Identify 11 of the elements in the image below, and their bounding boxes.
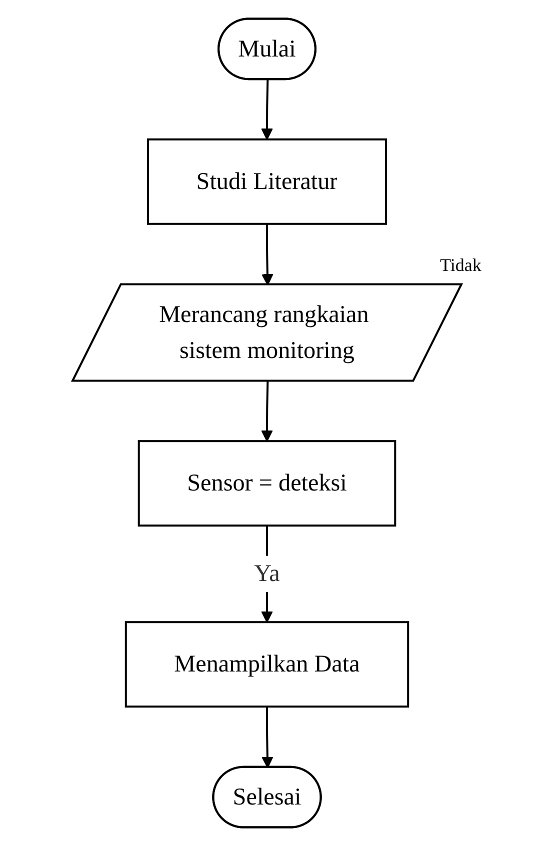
- branch-label: Tidak: [440, 255, 482, 276]
- edge-label: Ya: [254, 555, 280, 592]
- arrow: [261, 223, 273, 285]
- terminator-shape: Selesai: [212, 765, 322, 828]
- process-box: Studi Literatur: [146, 138, 386, 224]
- input-output-shape: Merancang rangkaian sistem monitoring: [70, 282, 463, 382]
- arrow: [260, 79, 272, 140]
- process-box: Menampilkan Data: [124, 620, 409, 708]
- terminator-shape: Mulai: [217, 17, 316, 80]
- process-box: Sensor = deteksi: [137, 440, 396, 526]
- arrow: [260, 380, 272, 442]
